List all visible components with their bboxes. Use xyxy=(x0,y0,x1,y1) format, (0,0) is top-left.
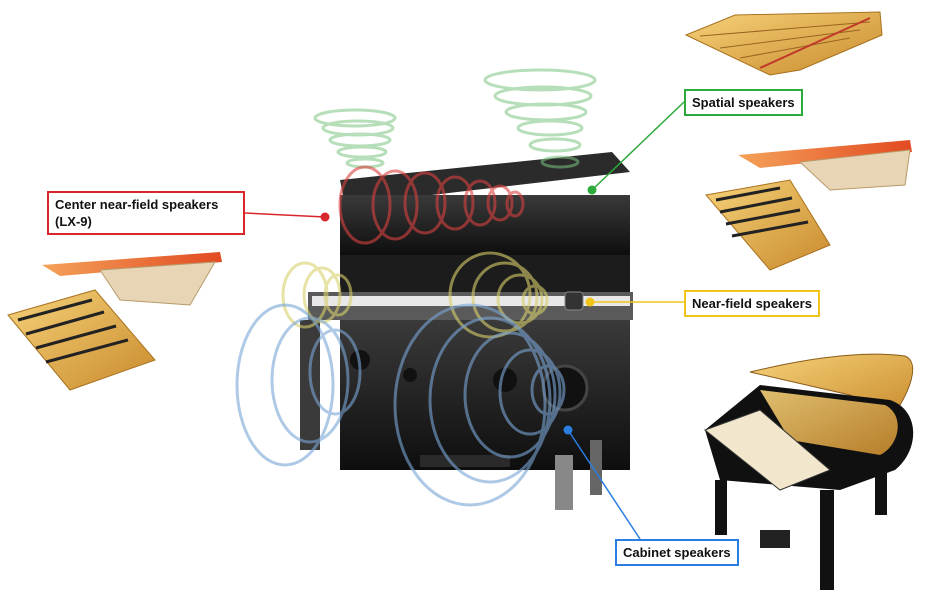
piano-action-illustration-left xyxy=(7,252,222,391)
near-field-speakers-label: Near-field speakers xyxy=(684,290,820,317)
center-leader xyxy=(244,212,330,222)
grand-piano-illustration xyxy=(703,353,914,590)
center-near-field-speakers-label: Center near-field speakers (LX-9) xyxy=(47,191,245,235)
nearfield-leader xyxy=(585,297,684,307)
spatial-speakers-label: Spatial speakers xyxy=(684,89,803,116)
cabinet-speakers-label: Cabinet speakers xyxy=(615,539,739,566)
piano-action-illustration-right xyxy=(705,140,912,271)
center-sound-waves xyxy=(338,165,525,245)
cabinet-leader xyxy=(563,425,641,540)
spatial-sound-waves xyxy=(313,68,597,169)
piano-action-illustration-top xyxy=(684,11,883,76)
cabinet-sound-waves xyxy=(235,303,566,507)
spatial-leader xyxy=(587,101,685,195)
